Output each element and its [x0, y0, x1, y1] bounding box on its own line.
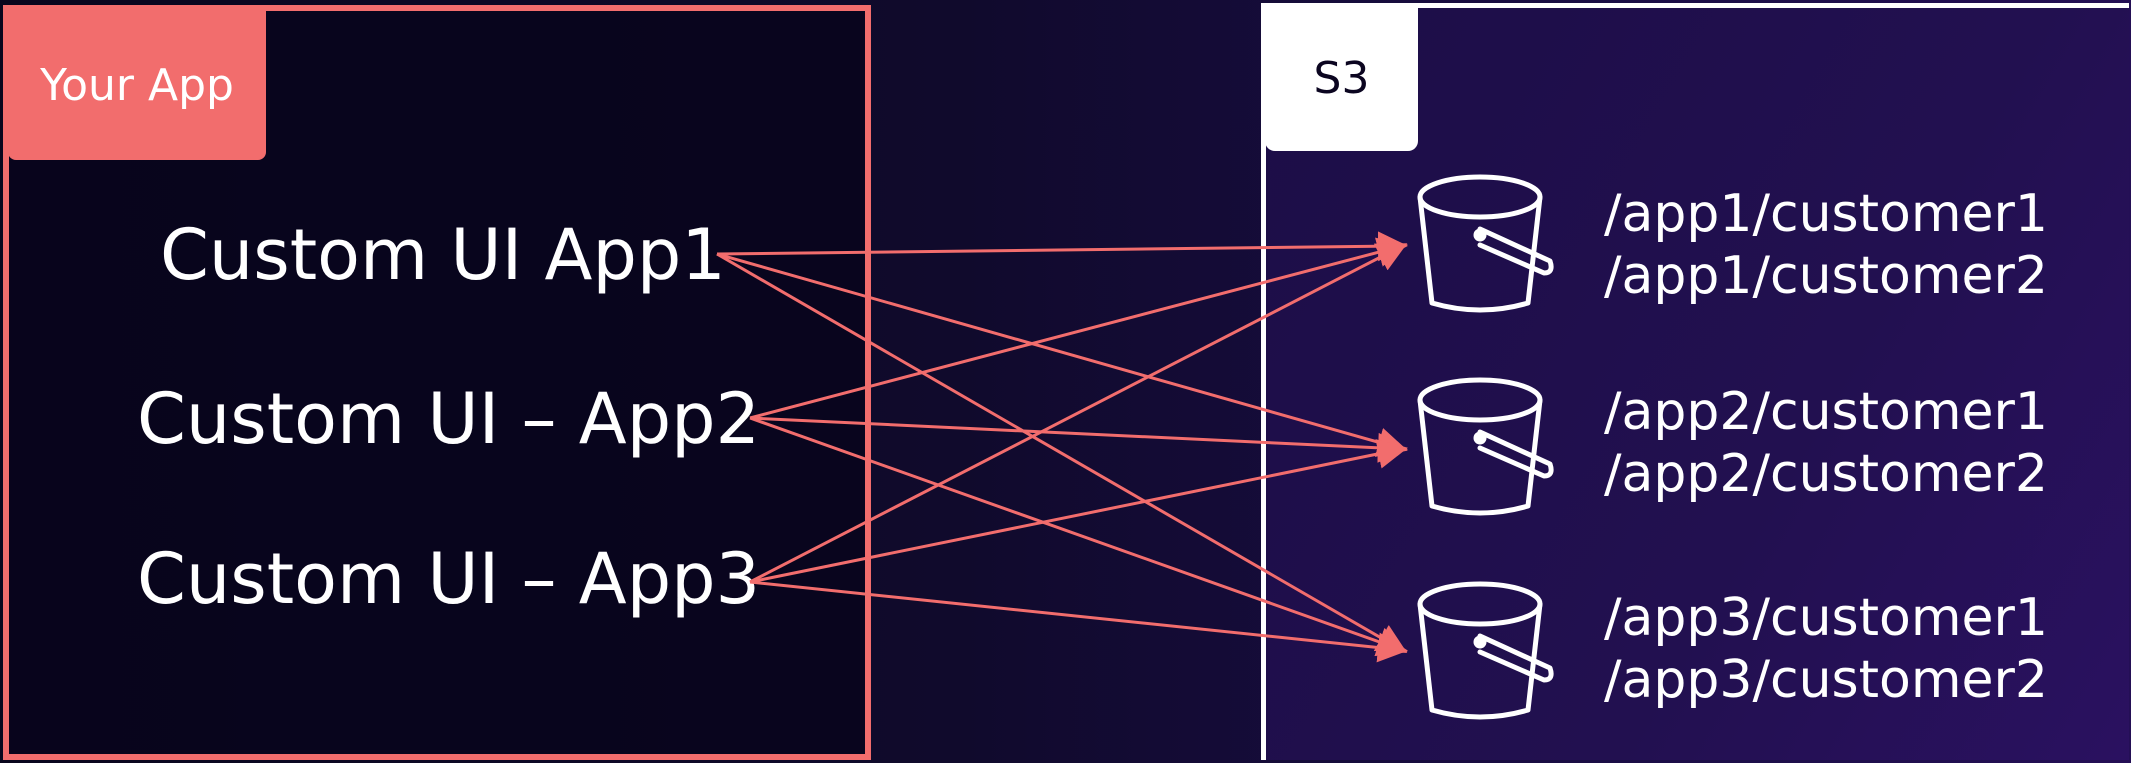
bucket1-path-2: /app1/customer2: [1604, 246, 2048, 306]
bucket2-path-2: /app2/customer2: [1604, 444, 2048, 504]
s3-tag: S3: [1265, 5, 1418, 151]
bucket3-path-1: /app3/customer1: [1604, 588, 2048, 648]
your-app-tag: Your App: [8, 10, 266, 160]
app-label-app1: Custom UI App1: [160, 214, 726, 296]
bucket3-path-2: /app3/customer2: [1604, 650, 2048, 710]
bucket1-path-1: /app1/customer1: [1604, 184, 2048, 244]
app-label-app2: Custom UI – App2: [137, 378, 761, 460]
s3-tag-label: S3: [1313, 52, 1370, 104]
app-label-app3: Custom UI – App3: [137, 538, 761, 620]
bucket2-path-1: /app2/customer1: [1604, 382, 2048, 442]
your-app-tag-label: Your App: [40, 59, 234, 111]
